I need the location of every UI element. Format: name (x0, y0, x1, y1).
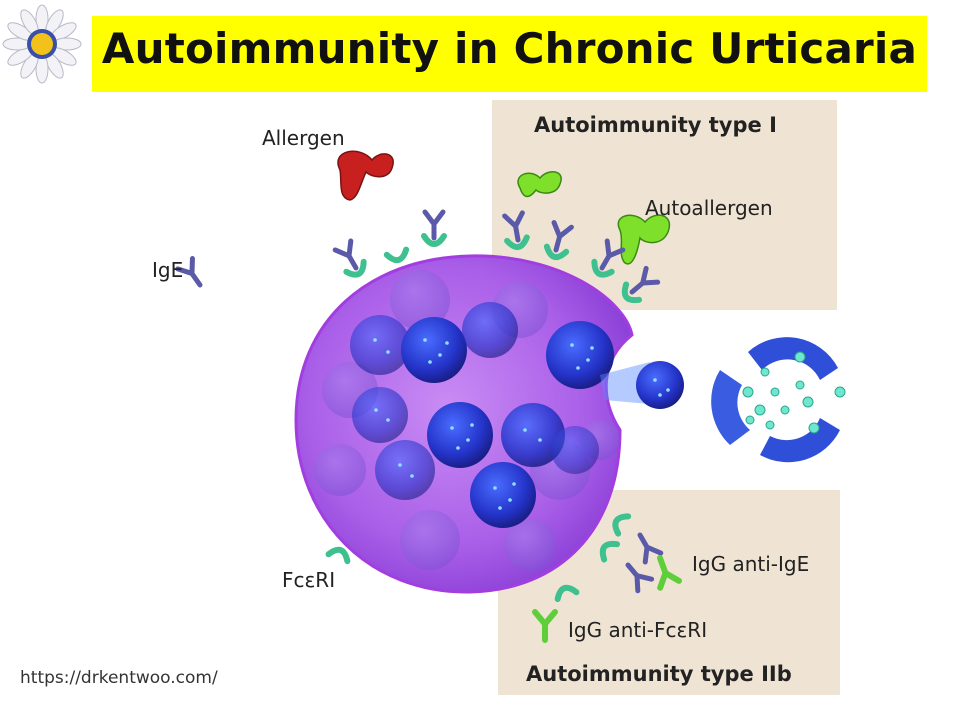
exiting-granule (600, 361, 684, 409)
panel-title-type-1: Autoimmunity type I (534, 113, 777, 137)
panel-title-type-2b: Autoimmunity type IIb (526, 662, 792, 686)
autoallergen-complexes (505, 171, 671, 305)
title-band (92, 16, 927, 92)
allergen-molecule (337, 150, 394, 201)
label-igg-anti-ige: IgG anti-IgE (692, 552, 810, 576)
page-title: Autoimmunity in Chronic Urticaria (101, 24, 918, 73)
label-allergen: Allergen (262, 126, 345, 150)
label-ige: IgE (152, 258, 184, 282)
cell-granules-faint (314, 270, 620, 571)
granule-dots (373, 338, 594, 510)
cell-granules (350, 302, 614, 528)
label-fceri: FcεRI (282, 568, 336, 592)
fceri-receptor (329, 547, 351, 561)
label-igg-anti-fceri: IgG anti-FcεRI (568, 618, 708, 642)
sunflower-logo-icon (2, 4, 82, 84)
label-autoallergen: Autoallergen (645, 196, 773, 220)
degranulation-burst (711, 337, 846, 463)
source-url: https://drkentwoo.com/ (20, 668, 218, 688)
